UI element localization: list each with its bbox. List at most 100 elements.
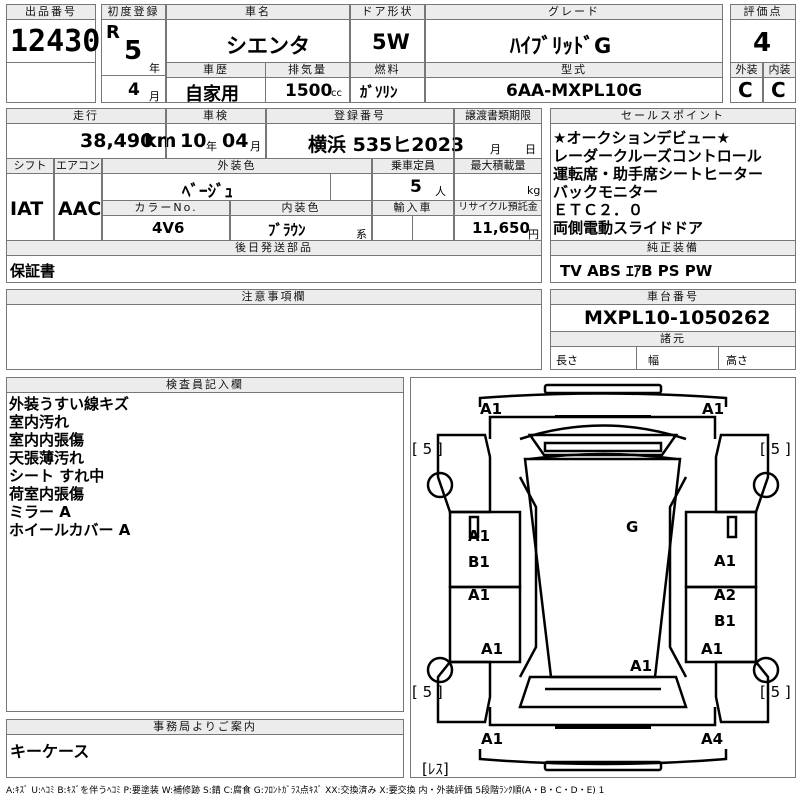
mileage-label: 走行 — [6, 108, 166, 124]
dims-divider-2 — [718, 346, 719, 370]
car-name: シエンタ — [226, 34, 310, 58]
reg-year-unit: 年 — [149, 62, 160, 75]
later-parts-box — [6, 255, 542, 283]
transfer-day-unit: 日 — [525, 143, 536, 156]
model-value: 6AA-MXPL10G — [506, 81, 643, 101]
score-value: 4 — [753, 28, 772, 58]
spare-tire: [ﾚｽ] — [422, 760, 449, 778]
int-color-value: ﾌﾞﾗｳﾝ — [268, 221, 306, 239]
ext-color-divider — [330, 173, 331, 201]
inspector-item: 天張薄汚れ — [9, 449, 85, 467]
fuel-label: 燃料 — [350, 62, 425, 78]
inspection-year: 10 — [180, 130, 207, 152]
lot-label: 出品番号 — [6, 4, 96, 20]
dims-label: 諸元 — [550, 331, 796, 347]
inspector-list: 外装うすい線キズ 室内汚れ 室内内張傷 天張薄汚れ シート すれ中 荷室内張傷 … — [9, 395, 130, 539]
ac-value: AAC — [58, 198, 102, 220]
diagram-box — [410, 377, 796, 778]
transfer-label: 譲渡書類期限 — [454, 108, 542, 124]
inspector-item: ミラー A — [9, 503, 71, 521]
reg-month-unit: 月 — [149, 90, 160, 103]
import-box — [372, 215, 454, 241]
exterior-label: 外装 — [730, 62, 763, 78]
exterior-box — [730, 77, 763, 103]
reg-year: 5 — [124, 36, 143, 66]
damage-label: A1 — [468, 527, 491, 545]
capacity-unit: 人 — [435, 185, 446, 198]
int-color-label: 内装色 — [230, 200, 372, 216]
header-section — [4, 4, 796, 104]
score-label: 評価点 — [730, 4, 796, 20]
door-label: ドア形状 — [350, 4, 425, 20]
recycle-label: リサイクル預託金 — [454, 200, 542, 216]
office-box — [6, 734, 404, 778]
car-name-label: 車名 — [166, 4, 350, 20]
mileage-unit: km — [144, 130, 177, 152]
int-color-suffix: 系 — [356, 228, 367, 241]
reg-no-value: 横浜 535ヒ2023 — [308, 134, 465, 156]
recycle-value: 11,650 — [472, 219, 530, 237]
fuel-value: ｶﾞｿﾘﾝ — [360, 83, 398, 101]
inspector-item: 室内汚れ — [9, 413, 70, 431]
inspection-month-unit: 月 — [250, 140, 261, 153]
chassis-label: 車台番号 — [550, 289, 796, 305]
inspection-label: 車検 — [166, 108, 266, 124]
mileage-value: 38,490 — [80, 130, 154, 152]
equipment-label: 純正装備 — [550, 240, 796, 256]
grade-value: ﾊｲﾌﾞﾘｯﾄﾞG — [510, 34, 612, 58]
dims-box — [550, 346, 796, 370]
sales-item: レーダークルーズコントロール — [553, 147, 762, 165]
damage-label: A1 — [481, 640, 504, 658]
color-no-value: 4V6 — [152, 219, 185, 237]
exterior-value: C — [738, 78, 753, 102]
capacity-label: 乗車定員 — [372, 158, 454, 174]
dims-divider-1 — [636, 346, 637, 370]
model-label: 型式 — [425, 62, 723, 78]
displacement-label: 排気量 — [265, 62, 350, 78]
sales-item: ★オークションデビュー★ — [553, 129, 730, 147]
interior-value: C — [771, 78, 786, 102]
inspection-month: 04 — [222, 130, 249, 152]
damage-label: A2 — [714, 586, 737, 604]
load-unit: kg — [527, 184, 541, 197]
damage-label: A1 — [714, 552, 737, 570]
inspector-item: 室内内張傷 — [9, 431, 85, 449]
equipment-box — [550, 255, 796, 283]
damage-label: G — [626, 518, 639, 536]
damage-label: A1 — [481, 730, 504, 748]
reg-month: 4 — [128, 80, 140, 100]
first-reg-label: 初度登録 — [101, 4, 166, 20]
length-label: 長さ — [556, 354, 578, 367]
door-value: 5W — [372, 30, 410, 54]
damage-label: A1 — [701, 640, 724, 658]
office-value: キーケース — [10, 742, 90, 761]
sales-item: 運転席・助手席シートヒーター — [553, 165, 764, 183]
lot-number: 12430 — [10, 24, 101, 59]
damage-label: A1 — [468, 586, 491, 604]
first-reg-box — [101, 19, 166, 103]
legend: A:ｷｽﾞ U:ﾍｺﾐ B:ｷｽﾞを伴うﾍｺﾐ P:要塗装 W:補修跡 S:錆 … — [6, 786, 605, 796]
damage-label: A1 — [702, 400, 725, 418]
width-label: 幅 — [648, 354, 659, 367]
lot-sub-box — [6, 62, 96, 103]
sales-item: バックモニター — [553, 183, 659, 201]
later-parts-label: 後日発送部品 — [6, 240, 542, 256]
damage-label: B1 — [468, 553, 490, 571]
displacement-value: 1500 — [285, 81, 333, 101]
ext-color-label: 外装色 — [102, 158, 372, 174]
tire-depth-rr: [ 5 ] — [760, 683, 791, 701]
inspector-item: ホイールカバー A — [9, 521, 131, 539]
sales-item: ＥＴＣ２．０ — [553, 201, 644, 219]
tire-depth-fl: [ 5 ] — [412, 440, 443, 458]
transfer-month-unit: 月 — [490, 143, 501, 156]
inspector-item: 荷室内張傷 — [9, 485, 85, 503]
sales-list: ★オークションデビュー★ レーダークルーズコントロール 運転席・助手席シートヒー… — [553, 129, 763, 237]
inspector-item: シート すれ中 — [9, 467, 105, 485]
reg-no-label: 登録番号 — [266, 108, 454, 124]
inspector-label: 検査員記入欄 — [6, 377, 404, 393]
tire-depth-rl: [ 5 ] — [412, 683, 443, 701]
sales-item: 両側電動スライドドア — [553, 219, 704, 237]
inspector-item: 外装うすい線キズ — [9, 395, 130, 413]
tire-depth-fr: [ 5 ] — [760, 440, 791, 458]
fuel-box — [350, 77, 425, 103]
